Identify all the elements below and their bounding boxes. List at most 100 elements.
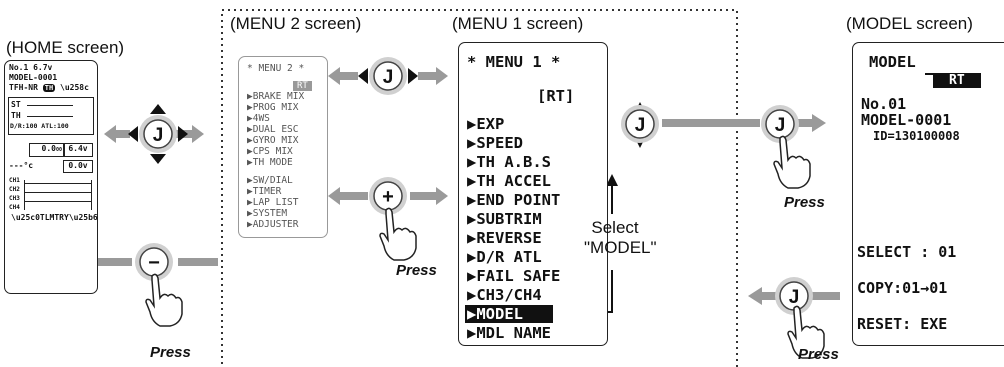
menu2-item-timer[interactable]: ▶TIMER (247, 186, 282, 197)
home-protocol-label: TFH-NR (9, 83, 38, 92)
arrow-model-to-menu1 (748, 287, 840, 305)
home-model-name: MODEL-0001 (9, 73, 58, 82)
menu2-item-brake-mix[interactable]: ▶BRAKE MIX (247, 91, 305, 102)
home-j-key[interactable]: J (126, 102, 190, 166)
menu1-title: * MENU 1 * (467, 53, 561, 71)
menu1-item-fail-safe[interactable]: ▶FAIL SAFE (467, 267, 561, 285)
menu2-item-cps-mix[interactable]: ▶CPS MIX (247, 146, 293, 157)
home-timer-unit: 00 (55, 147, 62, 153)
channel-2-label: CH2 (9, 186, 20, 193)
menu2-screen: * MENU 2 * RT ▶BRAKE MIX ▶PROG MIX ▶4WS … (238, 56, 328, 238)
model-number: No.01 (861, 95, 907, 113)
dpad-j-icon: J (128, 104, 188, 164)
voltage-box: 6.4v (63, 143, 93, 157)
menu1-j-key[interactable]: J (620, 104, 660, 144)
menu1-item-th-abs[interactable]: ▶TH A.B.S (467, 153, 551, 171)
home-screen: No.1 6.7v MODEL-0001 TFH-NR TH \u258c ST… (4, 60, 98, 294)
home-screen-caption: (HOME screen) (6, 38, 125, 57)
signal-strength-icon: \u258c (60, 83, 89, 92)
menu2-item-system[interactable]: ▶SYSTEM (247, 208, 288, 219)
menu1-item-mdl-name: ▶MDL NAME (467, 324, 551, 342)
trim-st-bar (27, 105, 73, 106)
trim-th-bar (27, 116, 73, 117)
j-key-icon: J (761, 105, 799, 143)
model-name: MODEL-0001 (861, 111, 952, 129)
menu1-screen-caption: (MENU 1 screen) (452, 14, 584, 33)
trim-th-label: TH (11, 111, 21, 120)
model-select-row[interactable]: SELECT : 01 (857, 243, 957, 261)
menu1-rt-label: [RT] (537, 87, 575, 105)
home-j-key-label: J (153, 125, 164, 146)
menu2-item-4ws[interactable]: ▶4WS (247, 113, 270, 124)
j-key-icon: J (775, 277, 813, 315)
home-temperature: ---°c (9, 161, 34, 170)
trim-st-label: ST (11, 100, 21, 109)
enter-model-j-key-label: J (775, 115, 786, 136)
menu2-rt-badge: RT (293, 81, 312, 91)
channel-bars (24, 180, 92, 210)
model-reset-row[interactable]: RESET: EXE (857, 315, 948, 333)
select-model-arrowhead (606, 174, 618, 186)
rx-voltage-box: 0.0v (63, 160, 93, 173)
trim-box: ST TH D/R:100 ATL:100 (8, 97, 94, 135)
model-rt-badge: RT (933, 73, 981, 88)
channel-4-label: CH4 (9, 204, 20, 211)
tlmtry-left-icon: \u25c0 (11, 213, 40, 222)
menu2-item-lap-list[interactable]: ▶LAP LIST (247, 197, 299, 208)
telemetry-badge-icon: TH (42, 84, 56, 92)
menu2-item-sw-dial[interactable]: ▶SW/DIAL (247, 175, 293, 186)
arrow-menu2-menu1-plus (328, 187, 448, 205)
channel-3-label: CH3 (9, 195, 20, 202)
home-timer: 0.0 (41, 144, 56, 153)
select-model-line1: Select (591, 218, 639, 237)
menu2-j-key[interactable]: J (356, 56, 420, 96)
back-j-key[interactable]: J (774, 276, 814, 316)
model-id: ID=130100008 (873, 129, 960, 143)
tlmtry-right-icon: \u25b6 (68, 213, 98, 222)
enter-model-j-key[interactable]: J (760, 104, 800, 144)
plus-key-label: + (382, 186, 394, 208)
home-dr-atl: D/R:100 ATL:100 (10, 122, 69, 130)
menu2-j-key-label: J (383, 67, 394, 88)
model-screen: MODEL RT No.01 MODEL-0001 ID=130100008 S… (852, 42, 1004, 346)
menu2-screen-caption: (MENU 2 screen) (230, 14, 362, 33)
menu1-item-end-point[interactable]: ▶END POINT (467, 191, 561, 209)
press-label-back: Press (798, 346, 839, 363)
timer-box: 0.000 (29, 143, 65, 157)
press-label-minus: Press (150, 344, 191, 361)
home-model-number-voltage: No.1 6.7v (9, 63, 53, 72)
tlmtry-row: \u25c0TLMTRY\u25b6 (11, 213, 98, 222)
press-label-plus: Press (396, 262, 437, 279)
home-protocol: TFH-NR TH \u258c (9, 83, 89, 92)
menu1-item-th-accel[interactable]: ▶TH ACCEL (467, 172, 551, 190)
menu1-item-dr-atl[interactable]: ▶D/R ATL (467, 248, 542, 266)
model-screen-caption: (MODEL screen) (846, 14, 973, 33)
model-copy-row[interactable]: COPY:01→01 (857, 279, 948, 297)
menu-group-frame (221, 9, 738, 367)
minus-key-label: − (148, 252, 160, 274)
model-title: MODEL (869, 53, 916, 71)
menu1-item-ch3-ch4[interactable]: ▶CH3/CH4 (467, 286, 542, 304)
plus-key[interactable]: + (368, 176, 408, 216)
plus-key-icon: + (369, 177, 407, 215)
lr-j-icon: J (358, 57, 418, 95)
select-model-line2: "MODEL" (584, 238, 657, 257)
arrow-menu2-menu1-j (328, 67, 448, 85)
arrow-menu1-to-model (662, 114, 826, 132)
menu2-item-th-mode[interactable]: ▶TH MODE (247, 157, 293, 168)
menu2-item-prog-mix[interactable]: ▶PROG MIX (247, 102, 299, 113)
menu1-item-reverse[interactable]: ▶REVERSE (467, 229, 542, 247)
channel-1-label: CH1 (9, 177, 20, 184)
menu1-item-exp[interactable]: ▶EXP (467, 115, 505, 133)
menu2-title: * MENU 2 * (247, 63, 305, 74)
menu1-item-speed[interactable]: ▶SPEED (467, 134, 523, 152)
menu1-item-subtrim[interactable]: ▶SUBTRIM (467, 210, 542, 228)
menu2-item-dual-esc[interactable]: ▶DUAL ESC (247, 124, 299, 135)
ud-j-icon: J (621, 105, 659, 143)
menu2-item-gyro-mix[interactable]: ▶GYRO MIX (247, 135, 299, 146)
menu2-item-adjuster[interactable]: ▶ADJUSTER (247, 219, 299, 230)
menu1-item-model[interactable]: ▶MODEL (465, 305, 553, 323)
press-label-enter-model: Press (784, 194, 825, 211)
home-tlmtry: TLMTRY (39, 213, 69, 222)
